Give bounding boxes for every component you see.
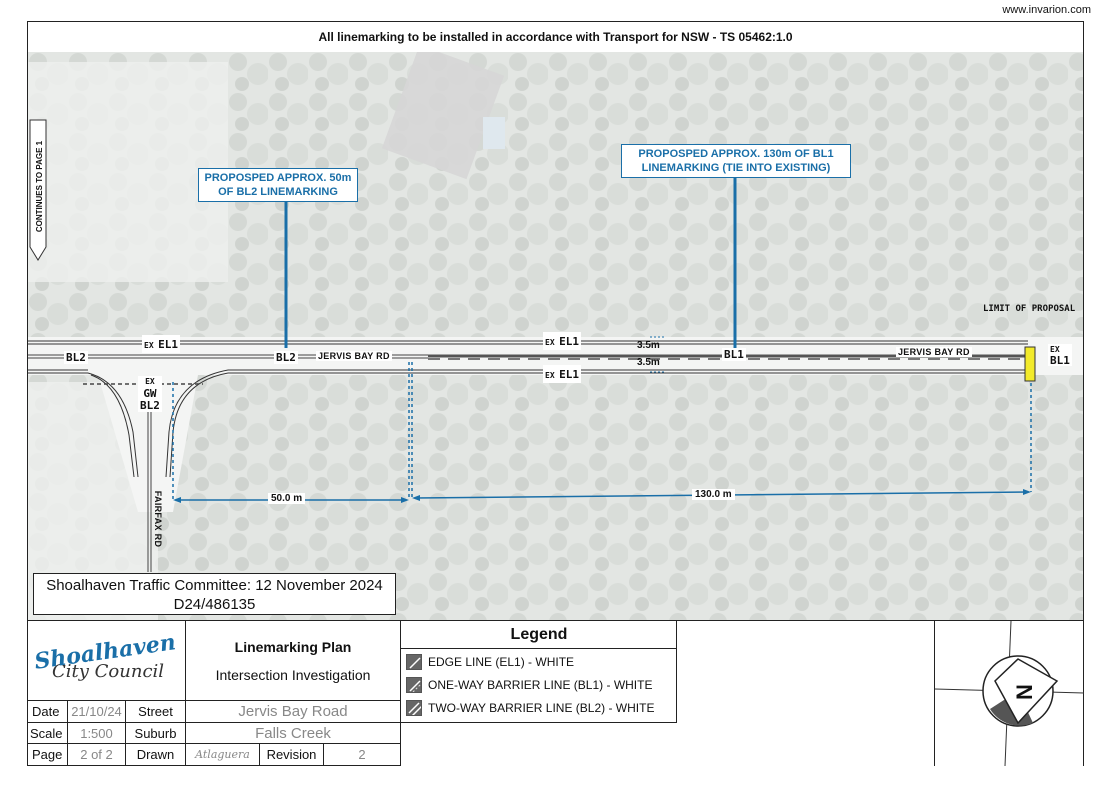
label-ex-bl1: EX BL1 [1048,344,1072,367]
street-label: Street [126,701,186,723]
label-ex-el1-top: EX EL1 [543,332,581,350]
north-letter: N [1011,684,1037,700]
label-bl2-west: BL2 [64,351,88,364]
council-logo: Shoalhaven City Council [28,621,186,701]
road-name-jervis-west: JERVIS BAY RD [316,351,392,361]
label-bl1-proposed: BL1 [722,348,746,361]
dim-arrow [1023,489,1031,495]
limit-marker [1024,346,1036,382]
suburb-label: Suburb [126,723,186,744]
scale-value: 1:500 [68,723,126,744]
continues-label-wrap: CONTINUES TO PAGE 1 [32,124,44,254]
legend-item-label: TWO-WAY BARRIER LINE (BL2) - WHITE [428,701,655,715]
committee-line2: D24/486135 [173,596,256,613]
label-ex-el1-bottom: EX EL1 [543,365,581,383]
north-arrow-box: N [934,620,1085,767]
header-note: All linemarking to be installed in accor… [28,22,1083,53]
plan-title-cell: Linemarking Plan Intersection Investigat… [186,621,401,701]
one-way-barrier-swatch-icon [406,677,422,693]
legend-item-label: ONE-WAY BARRIER LINE (BL1) - WHITE [428,678,653,692]
callout-bl2-line1: PROPOSPED APPROX. 50m [204,172,352,184]
kerb-curve-west-inner [90,374,135,478]
plan-subtitle: Intersection Investigation [215,666,371,683]
label-ex-gw-bl2: EX GW BL2 [138,376,162,412]
kerb-curve-west [87,372,139,478]
scale-label: Scale [28,723,68,744]
label-bl2-proposed: BL2 [274,351,298,364]
legend-box [401,621,677,723]
drawn-signature: Atlaguera [186,744,260,766]
plan-title: Linemarking Plan [234,638,352,655]
lane-width-bottom: 3.5m [637,357,660,368]
two-way-barrier-swatch-icon [406,700,422,716]
north-arrow-icon [934,620,1085,767]
lane-width-top: 3.5m [637,340,660,351]
aerial-map: CONTINUES TO PAGE 1 PROPOSPED APPROX. 50… [28,52,1083,620]
dim-arrow [173,497,181,503]
legend-item-label: EDGE LINE (EL1) - WHITE [428,655,575,669]
website-url: www.invarion.com [1002,4,1091,16]
pool [483,117,505,149]
date-label: Date [28,701,68,723]
dim-arrow [412,495,420,501]
logo-line2: City Council [52,661,165,682]
cleared-area [28,62,228,282]
dimension-50m: 50.0 m [268,493,306,504]
road-name-fairfax-wrap: FAIRFAX RD [126,490,186,552]
label-ex-el1-west: EX EL1 [142,335,180,353]
building [381,52,505,180]
kerb-curve-east-inner [165,369,229,478]
page-label: Page [28,744,68,766]
dimension-130m: 130.0 m [692,489,735,500]
callout-bl1: PROPOSPED APPROX. 130m OF BL1 LINEMARKIN… [621,144,851,178]
continues-arrow [29,119,47,261]
callout-bl2: PROPOSPED APPROX. 50m OF BL2 LINEMARKING [198,168,358,202]
legend-item-edge-line: EDGE LINE (EL1) - WHITE [406,654,574,670]
continues-label: CONTINUES TO PAGE 1 [35,140,44,233]
committee-line1: Shoalhaven Traffic Committee: 12 Novembe… [46,577,383,594]
title-block: Shoalhaven City Council Linemarking Plan… [28,620,1085,767]
page-value: 2 of 2 [68,744,126,766]
dim-arrow [401,497,409,503]
road-name-fairfax: FAIRFAX RD [153,490,163,548]
road-name-jervis-east: JERVIS BAY RD [896,347,972,357]
date-value: 21/10/24 [68,701,126,723]
committee-stamp: Shoalhaven Traffic Committee: 12 Novembe… [33,573,396,615]
drawn-label: Drawn [126,744,186,766]
revision-value: 2 [324,744,401,766]
suburb-value: Falls Creek [186,723,401,744]
legend-item-one-way-barrier: ONE-WAY BARRIER LINE (BL1) - WHITE [406,677,652,693]
revision-label: Revision [260,744,324,766]
edge-line-swatch-icon [406,654,422,670]
legend-title: Legend [401,621,677,649]
callout-bl1-line1: PROPOSPED APPROX. 130m OF BL1 [638,148,834,160]
callout-bl2-line2: OF BL2 LINEMARKING [218,186,338,198]
legend-item-two-way-barrier: TWO-WAY BARRIER LINE (BL2) - WHITE [406,700,654,716]
street-value: Jervis Bay Road [186,701,401,723]
limit-of-proposal-label: LIMIT OF PROPOSAL [983,304,1076,314]
callout-bl1-line2: LINEMARKING (TIE INTO EXISTING) [641,162,831,174]
